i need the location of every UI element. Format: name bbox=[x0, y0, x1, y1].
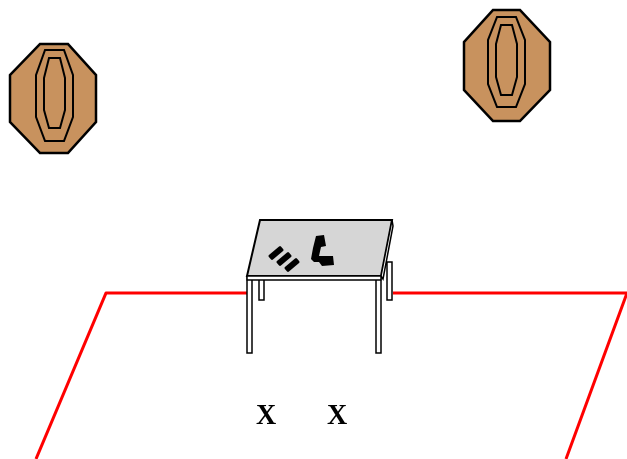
target-left-ring-outer bbox=[35, 49, 74, 142]
table-leg-front-right bbox=[375, 275, 382, 354]
position-marker-right: X bbox=[327, 400, 348, 431]
target-left-octagon bbox=[8, 42, 98, 155]
position-marker-left: X bbox=[256, 400, 277, 431]
magazine-icon bbox=[276, 252, 292, 266]
magazine-icon bbox=[268, 246, 284, 260]
fault-line-left bbox=[34, 291, 247, 459]
table bbox=[245, 219, 394, 354]
target-right-octagon bbox=[462, 8, 552, 123]
target-left bbox=[8, 42, 98, 155]
magazine-icon bbox=[284, 258, 300, 272]
fault-line-boundary bbox=[34, 291, 627, 459]
pistol-icon bbox=[311, 235, 334, 266]
target-left-ring-inner bbox=[43, 57, 66, 129]
table-front-edge bbox=[246, 275, 382, 281]
table-leg-back-right bbox=[386, 261, 393, 301]
fault-line-right bbox=[393, 291, 627, 459]
table-side-edge bbox=[380, 219, 394, 281]
target-right bbox=[462, 8, 552, 123]
target-right-ring-inner bbox=[495, 24, 518, 96]
table-leg-front-left bbox=[246, 275, 253, 354]
target-right-ring-outer bbox=[487, 16, 526, 108]
